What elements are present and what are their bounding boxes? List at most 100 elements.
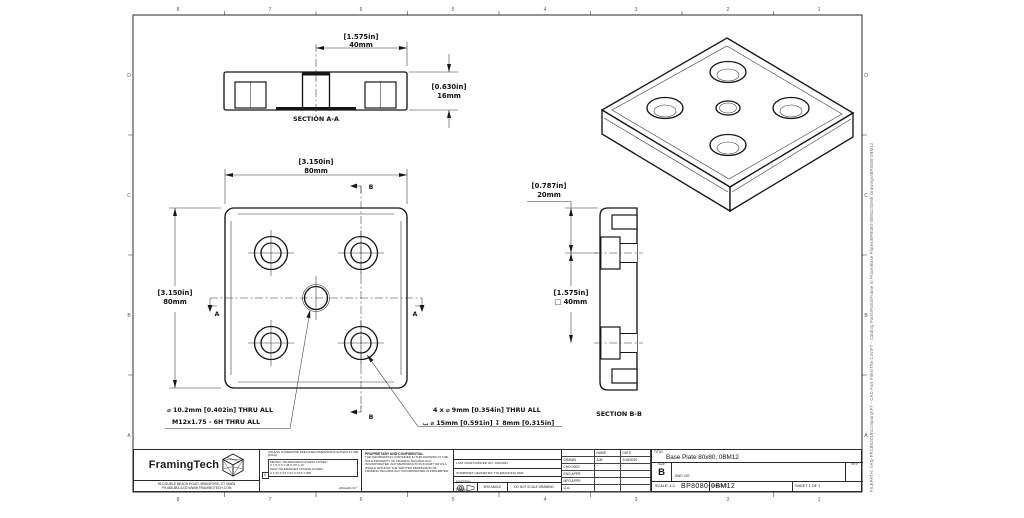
tolerance-header: UNLESS OTHERWISE SPECIFIED DIMENSIONS SH… [268, 450, 359, 458]
dim-aa-width-in: [1.575in] [344, 33, 379, 41]
dim-aa-width-mm: 40mm [349, 41, 373, 49]
dim-front-w-mm: 80mm [304, 167, 328, 175]
rev-label: REV [851, 462, 858, 466]
zone-label: 7 [269, 7, 272, 13]
zone-label: 1 [818, 497, 821, 503]
zone-label: D [864, 73, 868, 79]
sheet-count: SHEET 1 OF 1 [795, 484, 821, 488]
zone-label: 6 [360, 7, 363, 13]
scale-value: SCALE: 1:2 [655, 484, 675, 488]
no-scale-note: DO NOT SCALE DRAWING [514, 484, 554, 489]
proprietary-body: THE INFORMATION CONTAINED IN THIS DRAWIN… [365, 455, 450, 474]
approval-grid: NAME DATE DRAWN AJB 2/18/2020 CHECKED EN… [561, 450, 651, 492]
size-label: SIZE [657, 462, 666, 466]
approval-date [621, 471, 651, 478]
section-aa-label: SECTION A-A [293, 115, 339, 123]
svg-text:4 x ⌀ 9mm [0.354in] THRU ALL: 4 x ⌀ 9mm [0.354in] THRU ALL [433, 407, 541, 414]
drawing-info-cell: LAST DATE PRINTED ON: 1/10/2023 INTERPRE… [453, 450, 561, 492]
zone-label: 7 [269, 497, 272, 503]
company-address: 96 DOUBLE BEACH ROAD, BRANFORD, CT 06405… [157, 482, 236, 491]
logo-cell: FramingTech 96 DOUBLE BEACH ROAD, BRANFO… [134, 450, 259, 491]
third-angle-projection-icon [454, 483, 478, 492]
weight-label: WEIGHT: [712, 484, 728, 488]
tolerance-angles: ANGLES ±1° [338, 486, 357, 490]
projection-label: 3RD ANGLE [483, 484, 502, 489]
dim-bb-pitch-in: [1.575in] [554, 289, 589, 297]
zone-label: D [127, 73, 131, 79]
zone-label: 5 [452, 497, 455, 503]
zone-label: 3 [635, 497, 638, 503]
approval-date: 2/18/2020 [621, 457, 651, 464]
dim-bb-edge-mm: 20mm [537, 191, 561, 199]
zone-label: 3 [635, 7, 638, 13]
approval-row-label: DRAWN [562, 457, 595, 464]
proprietary-title: PROPRIETARY AND CONFIDENTIAL [365, 451, 424, 456]
drawing-title: Base Plate 80x80, 0BM12 [666, 454, 739, 461]
zone-label: 8 [177, 7, 180, 13]
title-dwg-cell: TITLE: Base Plate 80x80, 0BM12 SIZE B DW… [651, 450, 863, 492]
approval-name [595, 478, 621, 485]
section-bb-view: [0.787in] 20mm [1.575in] □ 40mm SECTION … [527, 182, 643, 418]
zone-label: B [127, 313, 131, 319]
zone-label: 1 [818, 7, 821, 13]
zone-label: 4 [544, 497, 547, 503]
name-col-header: NAME [595, 450, 621, 457]
svg-text:⌴ ⌀ 15mm [0.591in] ↧ 8mm [0: ⌴ ⌀ 15mm [0.591in] ↧ 8mm [0.315in] [423, 420, 554, 427]
approval-name: AJB [595, 457, 621, 464]
interpret-note: INTERPRET GEOMETRIC TOLERANCING PER: [456, 470, 525, 475]
svg-text:B: B [369, 184, 374, 191]
dim-front-h-mm: 80mm [163, 298, 187, 306]
svg-text:M12x1.75 - 6H THRU ALL: M12x1.75 - 6H THRU ALL [172, 419, 260, 426]
approval-name [595, 464, 621, 471]
cut-flag-b: B B [350, 183, 374, 421]
approval-name [595, 471, 621, 478]
company-logo-text: FramingTech [148, 459, 220, 471]
dim-aa-thk-in: [0.630in] [432, 83, 467, 91]
approval-row-label: Q.A. [562, 485, 595, 492]
front-view: [3.150in] 80mm [3.150in] 80mm A A B B [153, 158, 562, 429]
zone-label: 2 [727, 7, 730, 13]
approval-date [621, 485, 651, 492]
approval-date [621, 464, 651, 471]
dwg-number: BP8080-0BM12 [681, 483, 736, 490]
approval-date [621, 478, 651, 485]
svg-text:⌀ 10.2mm [0.402in] THRU ALL: ⌀ 10.2mm [0.402in] THRU ALL [167, 407, 273, 414]
dim-bb-pitch-mm: □ 40mm [555, 298, 587, 306]
filepath-margin-text: FILEPATH: \\HQ-FRCB02019\Company\FT - CA… [869, 142, 874, 492]
proprietary-cell: PROPRIETARY AND CONFIDENTIAL THE INFORMA… [361, 450, 453, 491]
dim-front-w-in: [3.150in] [299, 158, 334, 166]
dwg-no-label: DWG. NO. [675, 474, 691, 478]
zone-label: C [864, 193, 868, 199]
zone-label: 8 [177, 497, 180, 503]
zone-label: 4 [544, 7, 547, 13]
title-label: TITLE: [654, 450, 664, 454]
approval-row-label: MFG APPR. [562, 478, 595, 485]
tolerance-cell: UNLESS OTHERWISE SPECIFIED DIMENSIONS SH… [259, 450, 361, 491]
approval-row-label: ENG APPR. [562, 471, 595, 478]
callout-counterbore: 4 x ⌀ 9mm [0.354in] THRU ALL ⌴ ⌀ 15mm [0… [366, 354, 562, 427]
date-col-header: DATE [621, 450, 651, 457]
dim-front-h-in: [3.150in] [158, 289, 193, 297]
cut-flag-a: A A [207, 298, 425, 318]
last-printed: LAST DATE PRINTED ON: 1/10/2023 [456, 460, 508, 465]
tolerance-checkbox: X [261, 472, 269, 479]
section-bb-label: SECTION B-B [596, 410, 642, 418]
zone-label: C [127, 193, 131, 199]
finish-label: FINISH [456, 487, 467, 492]
approval-name [595, 485, 621, 492]
company-cube-logo-icon [222, 453, 245, 477]
material-label: MATERIAL [456, 479, 472, 484]
zone-label: A [864, 433, 868, 439]
dim-bb-edge-in: [0.787in] [532, 182, 567, 190]
svg-text:A: A [215, 311, 220, 318]
zone-label: 2 [727, 497, 730, 503]
section-aa-view: [1.575in] 40mm [0.630in] 16mm SECTION A-… [223, 33, 470, 128]
zone-label: A [127, 433, 131, 439]
tolerance-table: METRIC TOLERANCES UNLESS NOTED: X ±.5 X.… [268, 459, 358, 477]
svg-text:A: A [413, 311, 418, 318]
zone-label: B [864, 313, 868, 319]
dim-aa-thk-mm: 16mm [437, 92, 461, 100]
isometric-view [600, 37, 855, 213]
